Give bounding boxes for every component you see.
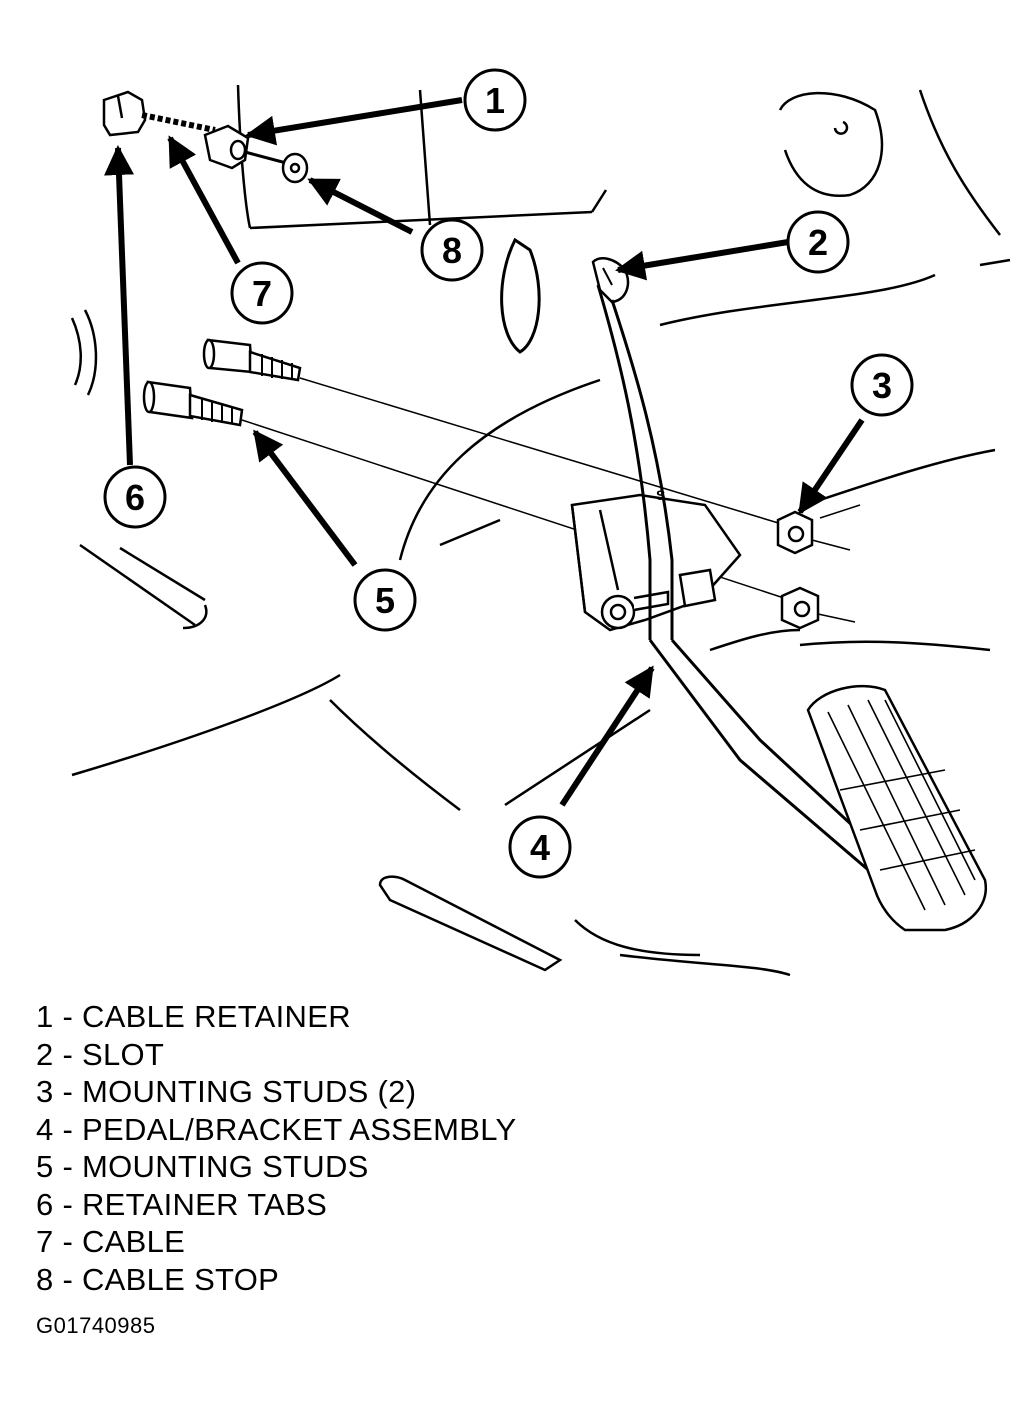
svg-text:5: 5 [375,580,395,621]
svg-text:1: 1 [485,80,505,121]
legend-row-1: 1 - CABLE RETAINER [36,999,351,1034]
mounting-nuts [776,504,861,630]
svg-text:6: 6 [125,477,145,518]
pedal-assembly-diagram: S 1 2 3 4 5 6 7 8 [70,68,1011,977]
legend-row-3: 3 - MOUNTING STUDS (2) [36,1074,417,1109]
parts-legend: 1 - CABLE RETAINER 2 - SLOT 3 - MOUNTING… [36,998,736,1298]
legend-row-7: 7 - CABLE [36,1224,186,1259]
cable-assembly [102,90,309,184]
callout-5: 5 [353,568,417,632]
svg-text:7: 7 [252,273,272,314]
svg-text:8: 8 [442,230,462,271]
callout-7: 7 [230,261,294,325]
svg-text:4: 4 [530,827,550,868]
stud-letter: S [656,487,665,503]
figure-id: G01740985 [36,1313,156,1338]
legend-row-8: 8 - CABLE STOP [36,1261,280,1297]
legend-row-6: 6 - RETAINER TABS [36,1186,328,1222]
leader-arrows [104,97,865,807]
svg-text:3: 3 [872,365,892,406]
callout-2: 2 [786,210,850,274]
pedal-bracket-assembly [570,257,988,932]
callout-6: 6 [103,465,167,529]
callout-8: 8 [420,218,484,282]
callout-4: 4 [508,815,572,879]
vehicle-body-linework [70,84,1011,977]
legend-row-2: 2 - SLOT [36,1036,165,1072]
legend-row-4: 4 - PEDAL/BRACKET ASSEMBLY [36,1111,517,1147]
callout-3: 3 [850,353,914,417]
svg-text:2: 2 [808,222,828,263]
legend-row-5: 5 - MOUNTING STUDS [36,1149,369,1184]
callout-1: 1 [463,68,527,132]
